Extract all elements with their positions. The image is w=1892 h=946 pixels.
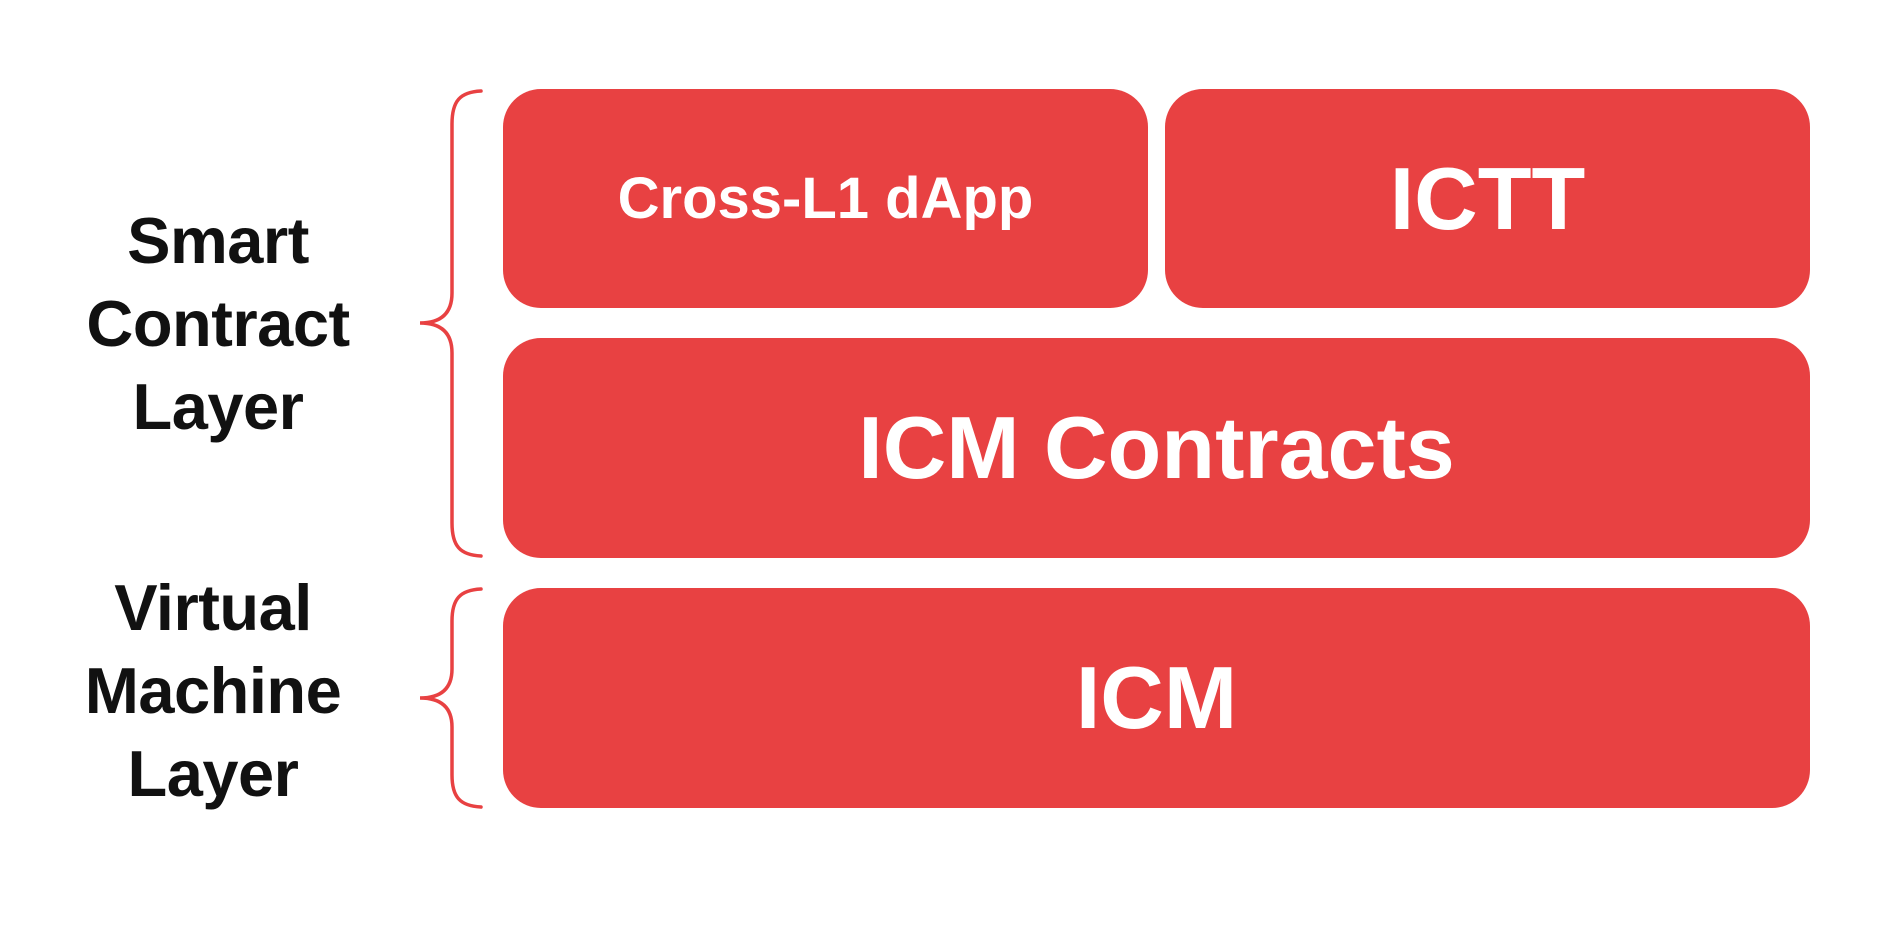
box-icm-contracts: ICM Contracts [503, 338, 1810, 558]
curly-brace-smart-contract-layer [419, 89, 483, 558]
box-ictt: ICTT [1165, 89, 1810, 308]
box-label: ICM [1075, 648, 1238, 747]
label-smart-contract-layer: Smart Contract Layer [18, 199, 418, 448]
label-line: Contract [86, 287, 350, 360]
label-line: Smart [127, 204, 309, 277]
box-cross-l1-dapp: Cross-L1 dApp [503, 89, 1148, 308]
label-virtual-machine-layer: Virtual Machine Layer [13, 566, 413, 815]
box-icm: ICM [503, 588, 1810, 808]
box-label: ICM Contracts [858, 398, 1455, 497]
box-label: ICTT [1389, 148, 1586, 248]
label-line: Layer [132, 370, 304, 443]
label-line: Virtual [114, 571, 312, 644]
label-line: Layer [127, 737, 299, 810]
curly-brace-virtual-machine-layer [419, 587, 483, 809]
label-line: Machine [84, 654, 342, 727]
box-label: Cross-L1 dApp [617, 166, 1034, 231]
